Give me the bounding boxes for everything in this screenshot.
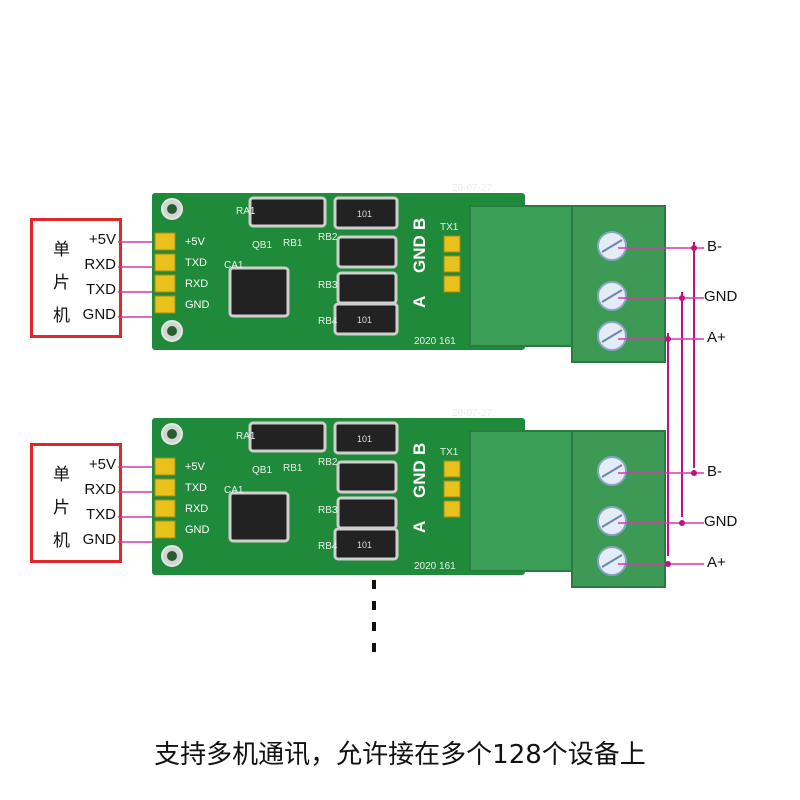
caption: 支持多机通讯，允许接在多个128个设备上 (0, 734, 800, 771)
chip-label: 101 (357, 434, 372, 444)
silkscreen-label: TX1 (440, 447, 459, 458)
silkscreen-label: RA1 (236, 431, 256, 442)
silkscreen-label: RB2 (318, 457, 338, 468)
bus-junction (679, 520, 685, 526)
silkscreen-label: 20-07-27 (452, 408, 492, 419)
bus-junction (691, 470, 697, 476)
terminal-label: A+ (707, 554, 726, 571)
continuation-dots (372, 580, 380, 664)
inductor (338, 462, 396, 492)
terminal-label: B- (707, 463, 722, 480)
bus-label: GND (410, 460, 429, 498)
header-pin (155, 500, 175, 517)
header-pin (155, 458, 175, 475)
header-pin (155, 479, 175, 496)
silkscreen-label: QB1 (252, 465, 272, 476)
inductor (338, 498, 396, 528)
tx-header-pin (444, 501, 460, 517)
tx-header-pin (444, 481, 460, 497)
bus-label: B (410, 443, 429, 455)
board-pin-label: +5V (185, 461, 206, 473)
chip-label: 101 (357, 540, 372, 550)
bus-label: A (410, 521, 429, 533)
diode (250, 423, 325, 451)
silkscreen-label: RB1 (283, 463, 303, 474)
bus-junction (665, 561, 671, 567)
board-pin-label: TXD (185, 482, 207, 494)
silkscreen-label: RB3 (318, 505, 338, 516)
silkscreen-label: RB4 (318, 541, 338, 552)
mounting-hole-center (167, 429, 177, 439)
board-pin-label: GND (185, 524, 210, 536)
silkscreen-label: 2020 161 (414, 561, 456, 572)
board-pin-label: RXD (185, 503, 208, 515)
terminal-label: GND (704, 513, 737, 530)
silkscreen-label: CA1 (224, 485, 244, 496)
header-pin (155, 521, 175, 538)
tx-header-pin (444, 461, 460, 477)
mounting-hole-center (167, 551, 177, 561)
ic-chip (230, 493, 288, 541)
